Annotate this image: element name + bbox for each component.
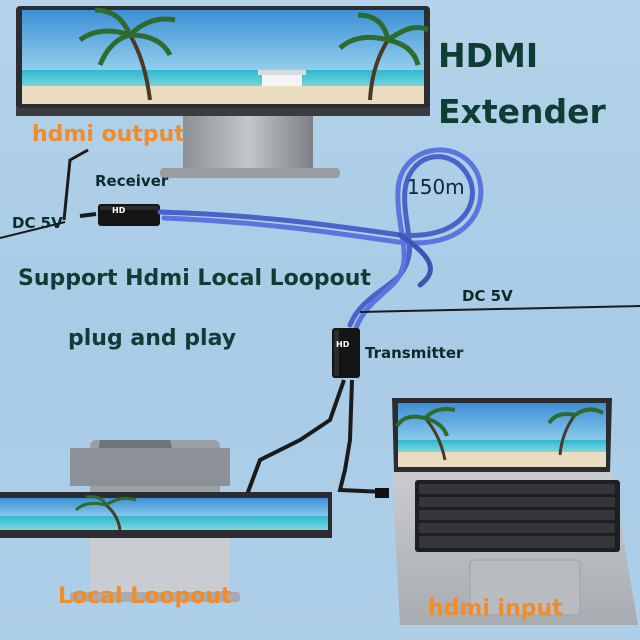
title-line-1: HDMI [438, 36, 539, 75]
transmitter-badge: HD [336, 340, 350, 349]
transmitter-device [332, 328, 360, 378]
hdmi-input-label: hdmi input [428, 596, 563, 621]
receiver-badge: HD [112, 206, 126, 215]
loopout-monitor [0, 440, 332, 602]
transmitter-label: Transmitter [365, 344, 464, 362]
dc-right-label: DC 5V [462, 287, 513, 305]
cat6-cable [157, 147, 484, 331]
top-monitor [16, 6, 430, 178]
title-line-2: Extender [438, 92, 606, 131]
laptop [392, 398, 638, 625]
support-loopout-label: Support Hdmi Local Loopout [18, 266, 371, 291]
receiver-label: Receiver [95, 172, 169, 190]
local-loopout-label: Local Loopout [58, 584, 232, 609]
plug-and-play-label: plug and play [68, 326, 237, 351]
monitor-stand [183, 105, 313, 175]
cable-length-label: 150m [407, 175, 465, 199]
hdmi-output-label: hdmi output [32, 122, 185, 147]
dc-left-label: DC 5V [12, 214, 63, 232]
receiver-device [98, 204, 160, 226]
